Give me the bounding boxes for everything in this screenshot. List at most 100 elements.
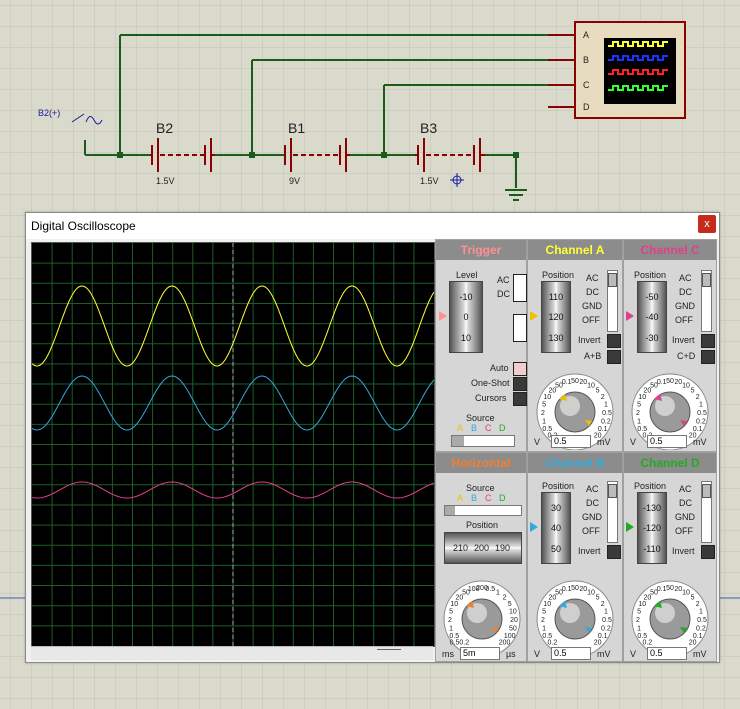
dial-tick-label: 20 bbox=[644, 594, 652, 601]
dial-tick-label: 0.1 bbox=[598, 633, 608, 640]
one-shot-button[interactable] bbox=[513, 377, 527, 391]
dial-tick-label: 20 bbox=[549, 594, 557, 601]
horizontal-position-label: Position bbox=[466, 520, 499, 530]
ch-c-ac: AC bbox=[679, 273, 692, 283]
trigger-level-drum[interactable]: -10 0 10 bbox=[449, 281, 483, 353]
dial-tick-label: 20 bbox=[510, 617, 518, 624]
dial-tick-label: 10 bbox=[638, 394, 646, 401]
dial-tick-label: 50 bbox=[555, 382, 563, 389]
dial-tick-label: 2 bbox=[601, 394, 605, 401]
battery-b1[interactable] bbox=[284, 138, 350, 172]
source-tilde-icon[interactable] bbox=[71, 113, 103, 125]
ch-a-gnd: GND bbox=[582, 301, 602, 311]
dial-tick-label: 20 bbox=[644, 387, 652, 394]
dial-pointer-icon bbox=[585, 627, 592, 633]
dial-tick-label: 1 bbox=[604, 609, 608, 616]
ch-d-unit-mv: mV bbox=[693, 649, 707, 659]
dial-tick-label: 50 bbox=[462, 589, 470, 596]
channel-b-position-drum[interactable]: 30 40 50 bbox=[541, 492, 571, 564]
channel-c-tick: -30 bbox=[645, 333, 659, 343]
channel-b-tick: 30 bbox=[550, 503, 561, 513]
channel-b-panel: Channel B Position 30 40 50 AC DC GND OF… bbox=[527, 452, 623, 662]
dial-tick-label: 0.1 bbox=[657, 586, 667, 593]
battery-b2[interactable] bbox=[150, 138, 215, 172]
ch-d-invert-button[interactable] bbox=[701, 545, 715, 559]
oscilloscope-component[interactable] bbox=[574, 21, 686, 119]
channel-d-panel: Channel D Position -130 -120 -110 AC DC … bbox=[623, 452, 717, 662]
ch-b-gnd: GND bbox=[582, 512, 602, 522]
horizontal-time-entry[interactable]: 5m bbox=[460, 647, 500, 660]
ch-a-combo-button[interactable] bbox=[607, 350, 621, 364]
dial-tick-label: 0.1 bbox=[693, 633, 703, 640]
battery-b1-value: 9V bbox=[289, 176, 301, 186]
cursors-button[interactable] bbox=[513, 392, 527, 406]
dial-tick-label: 2 bbox=[448, 617, 452, 624]
dial-pointer-icon bbox=[680, 420, 687, 426]
ch-d-unit-v: V bbox=[630, 649, 637, 659]
channel-a-position-drum[interactable]: 110 120 130 bbox=[541, 281, 571, 353]
dial-tick-label: 0.2 bbox=[696, 625, 706, 632]
auto-button[interactable] bbox=[513, 362, 527, 376]
dial-tick-label: 0.1 bbox=[562, 379, 572, 386]
ch-a-ac: AC bbox=[586, 273, 599, 283]
channel-b-tick: 50 bbox=[550, 544, 561, 554]
dial-tick-label: 5 bbox=[691, 387, 695, 394]
channel-a-coupling-slider[interactable] bbox=[607, 270, 618, 332]
trigger-source-c: C bbox=[485, 423, 492, 433]
oscilloscope-window: Digital Oscilloscope x Trigger Level -10… bbox=[25, 212, 720, 663]
trigger-coupling-switch[interactable] bbox=[513, 274, 527, 302]
ch-d-volts-entry[interactable]: 0.5 bbox=[647, 647, 687, 660]
ch-d-off: OFF bbox=[675, 526, 693, 536]
battery-b3[interactable] bbox=[415, 138, 485, 172]
channel-d-position-drum[interactable]: -130 -120 -110 bbox=[637, 492, 667, 564]
trigger-tick: -10 bbox=[459, 292, 473, 302]
trigger-edge-switch[interactable] bbox=[513, 314, 527, 342]
dial-tick-label: 200 bbox=[499, 640, 511, 647]
h-unit-ms: ms bbox=[442, 649, 454, 659]
channel-c-marker-icon bbox=[626, 311, 634, 321]
ch-d-ac: AC bbox=[679, 484, 692, 494]
ch-c-combo-label: C+D bbox=[677, 351, 696, 361]
channel-a-tick: 110 bbox=[548, 292, 564, 302]
channel-a-position-label: Position bbox=[542, 270, 575, 280]
channel-d-coupling-slider[interactable] bbox=[701, 481, 712, 543]
ch-a-invert-button[interactable] bbox=[607, 334, 621, 348]
dial-tick-label: 2 bbox=[696, 394, 700, 401]
h-source-b: B bbox=[471, 493, 478, 503]
trigger-source-slider[interactable] bbox=[451, 435, 515, 447]
dial-pointer-icon bbox=[466, 601, 474, 608]
channel-c-position-drum[interactable]: -50 -40 -30 bbox=[637, 281, 667, 353]
channel-b-coupling-slider[interactable] bbox=[607, 481, 618, 543]
close-button[interactable]: x bbox=[698, 215, 716, 233]
ch-b-volts-entry[interactable]: 0.5 bbox=[551, 647, 591, 660]
ch-c-volts-entry[interactable]: 0.5 bbox=[647, 435, 687, 448]
dial-tick-label: 5 bbox=[637, 609, 641, 616]
ch-b-invert-button[interactable] bbox=[607, 545, 621, 559]
dial-tick-label: 0.2 bbox=[696, 418, 706, 425]
trigger-ac-label: AC bbox=[497, 275, 510, 285]
channel-c-coupling-slider[interactable] bbox=[701, 270, 712, 332]
dial-tick-label: 1 bbox=[637, 625, 641, 632]
window-titlebar[interactable]: Digital Oscilloscope x bbox=[26, 213, 719, 239]
ch-c-combo-button[interactable] bbox=[701, 350, 715, 364]
ch-a-volts-entry[interactable]: 0.5 bbox=[551, 435, 591, 448]
dial-tick-label: 10 bbox=[587, 382, 595, 389]
horizontal-position-drum[interactable]: 210 200 190 bbox=[444, 532, 522, 564]
dial-tick-label: 1 bbox=[699, 609, 703, 616]
dial-tick-label: 10 bbox=[682, 589, 690, 596]
scope-port-c: C bbox=[583, 80, 590, 90]
ch-c-invert-button[interactable] bbox=[701, 334, 715, 348]
scope-port-a: A bbox=[583, 30, 590, 40]
dial-tick-label: 2 bbox=[636, 410, 640, 417]
trigger-marker-icon bbox=[439, 311, 447, 321]
horizontal-source-slider[interactable] bbox=[444, 505, 522, 516]
h-pos-tick: 210 bbox=[453, 543, 469, 553]
dial-tick-label: 1 bbox=[496, 589, 500, 596]
channel-d-tick: -110 bbox=[643, 544, 661, 554]
dial-tick-label: 0.1 bbox=[657, 379, 667, 386]
